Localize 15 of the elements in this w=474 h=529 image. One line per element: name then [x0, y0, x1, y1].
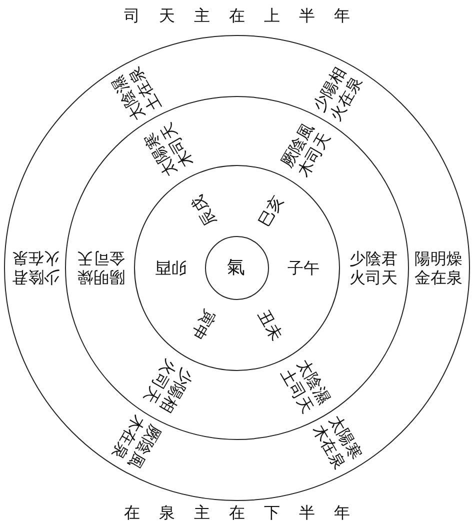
- sector-label: 少陰君火司天: [350, 249, 398, 287]
- bottom-caption: 在泉主在下半年: [123, 503, 369, 523]
- center-label: 氣: [227, 257, 246, 279]
- branch-label: 寅申: [186, 306, 220, 346]
- branch-label: 卯酉: [154, 258, 186, 278]
- top-caption: 司天主在上半年: [123, 6, 369, 26]
- branch-label: 子午: [288, 258, 320, 278]
- branch-label: 辰戌: [186, 190, 220, 229]
- outer-circle: [4, 35, 470, 501]
- sector-label: 少陰君火在泉: [10, 249, 60, 287]
- sector-label: 陽明燥金司天: [76, 249, 124, 287]
- branch-label: 丑未: [254, 306, 288, 346]
- center-circle: [205, 236, 269, 300]
- sector-label: 陽明燥金在泉: [414, 249, 464, 287]
- branch-label: 巳亥: [254, 190, 288, 229]
